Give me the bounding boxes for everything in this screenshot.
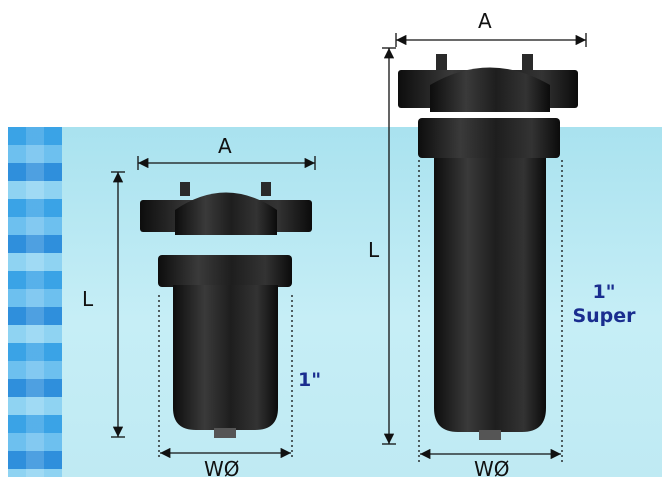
large-filter-model-label: 1" Super bbox=[566, 280, 642, 328]
small-filter-model-label: 1" bbox=[298, 369, 322, 391]
large-filter-bolt-left bbox=[436, 54, 447, 70]
large-filter bbox=[398, 54, 578, 440]
large-filter-bowl bbox=[434, 158, 546, 432]
small-filter bbox=[140, 182, 312, 438]
small-filter-a-label: A bbox=[218, 134, 232, 158]
small-filter-w-label: WØ bbox=[204, 457, 240, 481]
large-filter-drain bbox=[479, 430, 501, 440]
large-filter-a-label: A bbox=[478, 9, 492, 33]
small-filter-bolt-right bbox=[261, 182, 271, 196]
small-filter-bolt-left bbox=[180, 182, 190, 196]
small-filter-clamp-ring bbox=[158, 255, 292, 287]
small-filter-cap bbox=[175, 192, 277, 235]
large-filter-w-label: WØ bbox=[474, 457, 510, 481]
small-filter-l-label: L bbox=[82, 287, 94, 311]
large-filter-cap bbox=[430, 67, 550, 112]
small-filter-drain bbox=[214, 428, 236, 438]
large-filter-dimensions bbox=[382, 33, 587, 462]
large-filter-model-name: Super bbox=[572, 305, 636, 327]
large-filter-model-size: 1" bbox=[592, 281, 616, 303]
small-filter-bowl bbox=[173, 285, 278, 430]
mosaic-strip bbox=[8, 127, 62, 477]
large-filter-clamp-ring bbox=[418, 118, 560, 158]
small-filter-dimensions bbox=[111, 156, 316, 459]
large-filter-bolt-right bbox=[522, 54, 533, 70]
large-filter-l-label: L bbox=[368, 238, 380, 262]
